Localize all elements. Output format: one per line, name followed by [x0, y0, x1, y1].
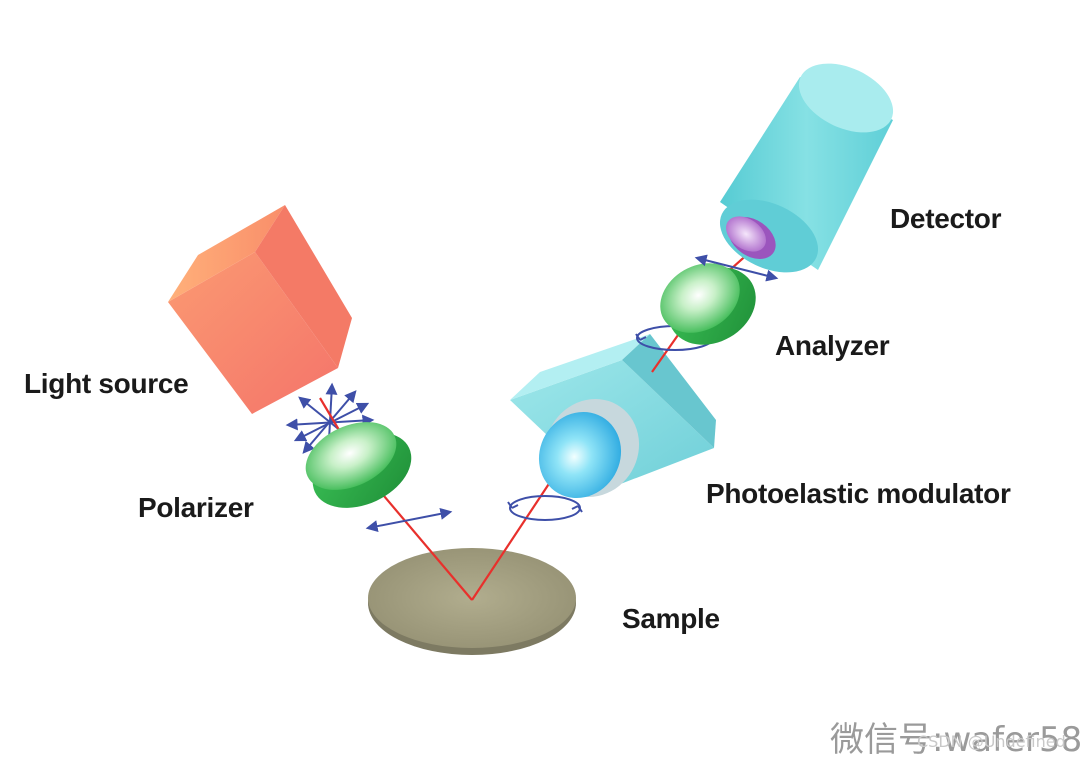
linear-polarization-arrow-icon: [365, 507, 453, 533]
analyzer-polarization-arrow-icon: [694, 254, 779, 282]
polarizer-label: Polarizer: [138, 492, 254, 523]
detector-label: Detector: [890, 203, 1002, 234]
sample-label: Sample: [622, 603, 720, 634]
detector-cylinder: [719, 63, 894, 273]
detector-lens: [726, 216, 776, 259]
photoelastic-modulator-label: Photoelastic modulator: [706, 478, 1011, 509]
light-source-label: Light source: [24, 368, 189, 399]
light-source-box: [168, 205, 352, 414]
watermark-csdn: CSDN @Undefined: [917, 732, 1066, 751]
elliptical-polarization-icon: [507, 495, 583, 521]
analyzer-label: Analyzer: [775, 330, 890, 361]
watermark-wechat: 微信号:wafer58: [830, 720, 1080, 760]
analyzer-disk: [660, 263, 756, 345]
modulator-lens: [538, 398, 640, 499]
polarizer-disk: [305, 422, 412, 508]
sample-disk: [368, 548, 576, 655]
